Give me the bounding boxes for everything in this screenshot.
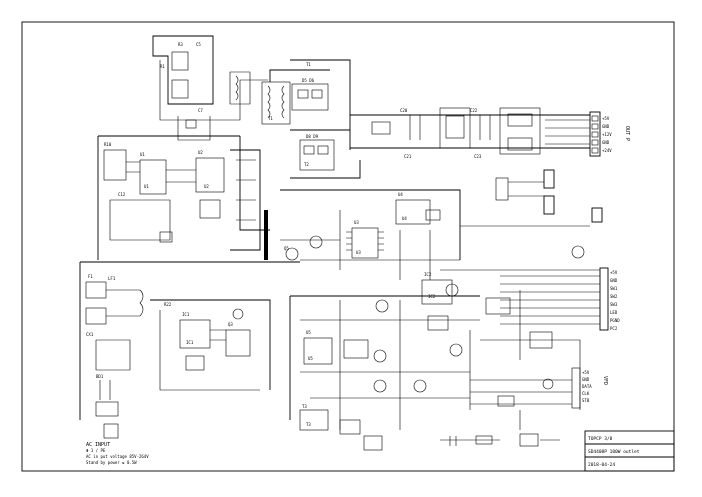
svg-text:U2: U2 xyxy=(198,150,203,155)
svg-text:U3: U3 xyxy=(354,220,359,225)
svg-text:C21: C21 xyxy=(404,154,412,159)
title-block xyxy=(584,430,675,472)
component-tag-u3: U3 xyxy=(356,250,361,255)
svg-text:T1: T1 xyxy=(306,62,311,67)
vfd-pin-4: CLK xyxy=(582,391,590,396)
title-block-row-3: 2018-04-24 xyxy=(588,462,615,468)
svg-text:R10: R10 xyxy=(104,142,112,147)
svg-text:D8 D9: D8 D9 xyxy=(306,134,319,139)
out-connector-pin-2: GND xyxy=(602,124,610,129)
out-connector-label: OUT P xyxy=(624,126,630,141)
output-connector xyxy=(589,111,601,157)
out-connector-pin-5: +24V xyxy=(602,148,612,153)
right-conn-label-2: GND xyxy=(610,278,618,283)
svg-text:IC1: IC1 xyxy=(182,312,190,317)
right-conn-label-6: LED xyxy=(610,310,618,315)
svg-text:R3: R3 xyxy=(178,42,183,47)
svg-text:Q5: Q5 xyxy=(284,246,289,251)
output-filter-chain: C20 C22 C21 C23 xyxy=(350,107,590,159)
svg-text:U1: U1 xyxy=(140,152,145,157)
note-standby-power: Stand by power ≤ 0.5W xyxy=(86,460,137,465)
svg-text:U4: U4 xyxy=(398,192,403,197)
main-transformer-t1: T1 D5 D6 xyxy=(261,59,351,150)
vfd-pin-2: GND xyxy=(582,377,590,382)
pfc-block: IC1 Q3 R22 xyxy=(150,299,271,391)
out-connector-pin-1: +5V xyxy=(602,116,610,121)
component-tag-ic1: IC1 xyxy=(186,340,194,345)
svg-text:C7: C7 xyxy=(198,108,203,113)
right-conn-label-4: SW2 xyxy=(610,294,618,299)
svg-text:F1: F1 xyxy=(88,274,93,279)
right-small-connectors xyxy=(440,169,603,271)
svg-text:U5: U5 xyxy=(306,330,311,335)
svg-text:Q3: Q3 xyxy=(228,322,233,327)
svg-text:C20: C20 xyxy=(400,108,408,113)
svg-text:R1: R1 xyxy=(160,64,165,69)
svg-text:D5 D6: D5 D6 xyxy=(302,78,315,83)
transformer-primary-block: R3 C5 R1 C7 xyxy=(152,35,268,141)
component-tag-u5: U5 xyxy=(308,356,313,361)
svg-text:LF1: LF1 xyxy=(108,276,116,281)
component-tag-t2: T2 xyxy=(304,162,309,167)
out-connector-pin-3: +12V xyxy=(602,132,612,137)
note-ac-voltage: AC in put voltage 85V-264V xyxy=(86,454,149,459)
lower-middle-circuit: U5 IC2 T3 xyxy=(289,272,480,451)
vfd-pin-3: DATA xyxy=(582,384,592,389)
svg-text:R22: R22 xyxy=(164,302,172,307)
ac-input-label: AC INPUT xyxy=(86,442,110,448)
primary-controller-block: U1 U2 R10 C12 xyxy=(97,135,270,260)
bottom-small-parts xyxy=(440,433,560,447)
svg-text:IC2: IC2 xyxy=(424,272,432,277)
right-connector-strip xyxy=(485,267,609,360)
svg-text:BD1: BD1 xyxy=(96,374,104,379)
out-connector-pin-4: GND xyxy=(602,140,610,145)
svg-text:CX1: CX1 xyxy=(86,332,94,337)
right-conn-label-3: SW1 xyxy=(610,286,618,291)
mcu-control-block: U3 U4 Q5 xyxy=(280,189,461,280)
svg-text:C22: C22 xyxy=(470,108,478,113)
title-block-row-1: TOPCP 3/8 xyxy=(588,436,613,442)
component-tag-u1: U1 xyxy=(144,184,149,189)
right-conn-label-7: PGND xyxy=(610,318,620,323)
svg-text:C5: C5 xyxy=(196,42,201,47)
component-tag-u4: U4 xyxy=(402,216,407,221)
heatsink-bar xyxy=(264,210,268,260)
vfd-label: VFD xyxy=(602,376,608,385)
component-tag-t1: T1 xyxy=(268,116,273,121)
svg-text:T3: T3 xyxy=(302,404,307,409)
ac-input-emi-block: F1 LF1 CX1 BD1 xyxy=(79,261,300,439)
svg-text:C12: C12 xyxy=(118,192,126,197)
note-pe: Φ 1 / PE xyxy=(86,448,106,453)
vfd-pin-1: +5V xyxy=(582,370,590,375)
component-tag-u2: U2 xyxy=(204,184,209,189)
right-conn-label-1: +5V xyxy=(610,270,618,275)
vfd-interface-block xyxy=(470,339,581,430)
component-tag-t3: T3 xyxy=(306,422,311,427)
svg-text:C23: C23 xyxy=(474,154,482,159)
right-conn-label-8: PC2 xyxy=(610,326,618,331)
vfd-pin-5: STB xyxy=(582,398,590,403)
title-block-row-2: SD4408P 100W outlet xyxy=(588,449,640,455)
drawing-border xyxy=(21,21,675,472)
secondary-rectifier-block: D8 D9 xyxy=(290,129,361,179)
component-tag-ic2: IC2 xyxy=(428,294,436,299)
right-conn-label-5: SW3 xyxy=(610,302,618,307)
